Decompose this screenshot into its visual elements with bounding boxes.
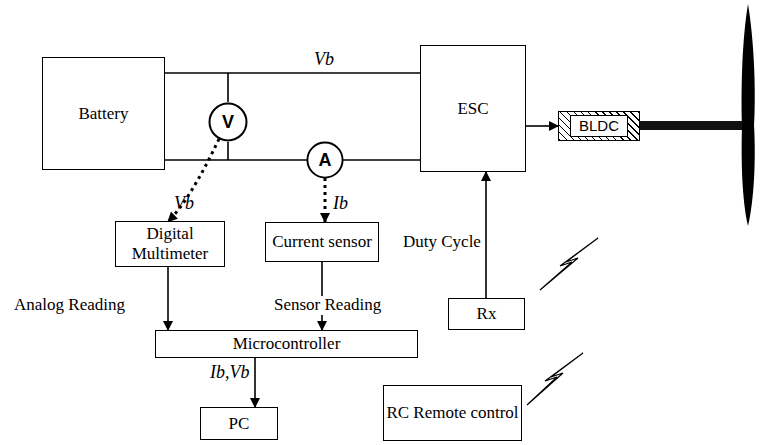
ammeter-symbol: A [306, 141, 344, 179]
wire [165, 72, 420, 74]
signal-label: Analog Reading [14, 296, 125, 315]
node-label: Microcontroller [233, 334, 341, 354]
measurement-link [168, 139, 219, 222]
propeller [742, 4, 755, 226]
wire [167, 267, 169, 330]
voltmeter-lead [227, 142, 229, 160]
signal-label: Ib [333, 194, 348, 214]
node-label: Current sensor [272, 232, 372, 252]
node-label: BLDC [570, 115, 628, 136]
node-label: ESC [457, 99, 488, 119]
wire [165, 159, 307, 161]
voltmeter-symbol: V [208, 102, 248, 142]
sensor-box: Current sensor [265, 222, 379, 262]
signal-label: Duty Cycle [403, 233, 481, 252]
wire [254, 358, 256, 407]
motor-box: BLDC [558, 111, 640, 141]
remote-box: RC Remote control [383, 385, 522, 441]
signal-label: Ib,Vb [210, 363, 250, 383]
multimeter-box: Digital Multimeter [115, 221, 225, 266]
receiver-box: Rx [448, 298, 525, 330]
motor-shaft [640, 121, 744, 130]
wire [343, 159, 420, 161]
wireless-symbol [527, 353, 583, 405]
wireless-symbol [540, 238, 598, 290]
node-label: A [319, 150, 332, 171]
signal-label: Vb [174, 194, 194, 214]
node-label: RC Remote control [386, 403, 518, 423]
esc-box: ESC [420, 45, 526, 172]
wire [526, 125, 558, 127]
battery-box: Battery [42, 57, 165, 170]
node-label: PC [229, 414, 250, 434]
node-label: Battery [78, 104, 128, 124]
node-label: V [222, 112, 234, 133]
pc-box: PC [200, 407, 278, 440]
signal-label: Sensor Reading [272, 296, 383, 315]
wire [485, 172, 487, 298]
measurement-link [324, 178, 327, 222]
microcontroller-box: Microcontroller [155, 330, 418, 358]
voltmeter-lead [227, 73, 229, 102]
node-label: Rx [477, 304, 497, 324]
signal-label: Vb [314, 50, 334, 70]
node-label: Digital Multimeter [116, 224, 224, 263]
